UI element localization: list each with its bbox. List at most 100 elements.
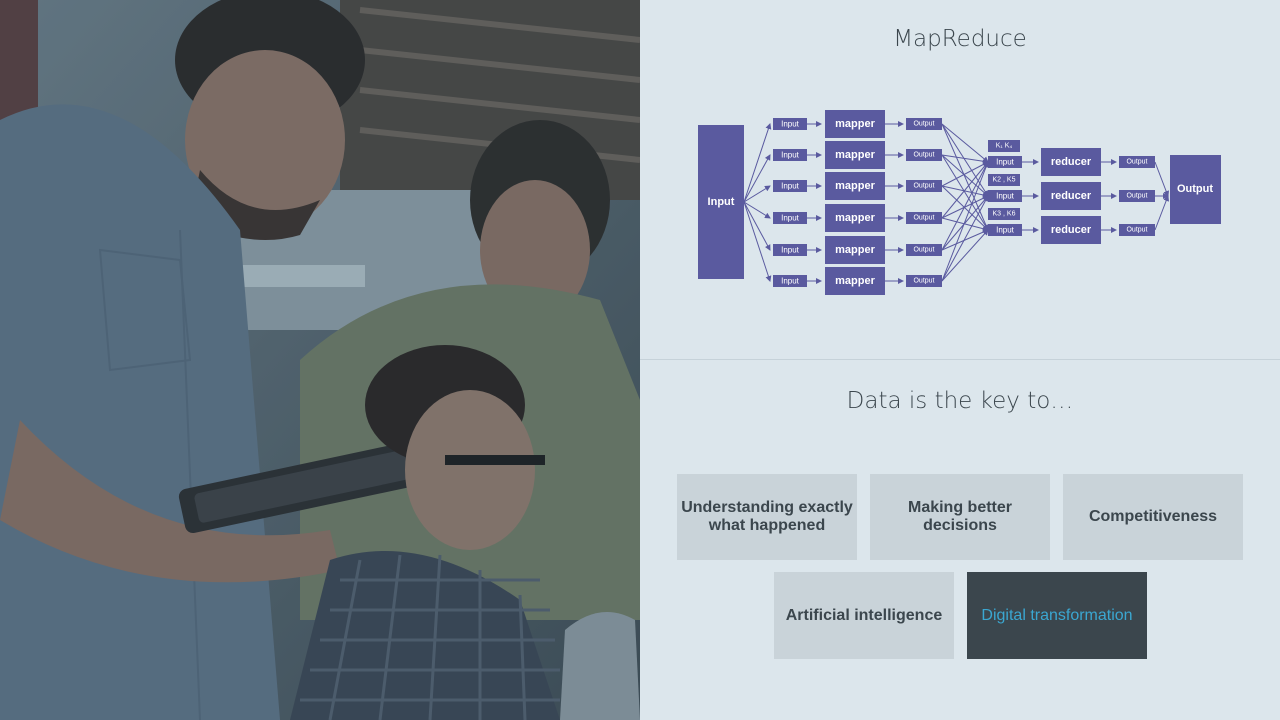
mapper-label: mapper (835, 118, 875, 130)
mapper-input-box (773, 212, 807, 224)
mapper-output-label: Output (913, 121, 934, 128)
card-digital-transformation: Digital transformation (967, 572, 1147, 659)
data-key-title: Data is the key to… (846, 388, 1074, 414)
reducer-output-label: Output (1126, 159, 1147, 166)
mapper-output-label: Output (913, 183, 934, 190)
mapper-input-box (773, 149, 807, 161)
key-label-box (988, 174, 1020, 186)
mapper-output-box (906, 180, 942, 192)
reducer-output-label: Output (1126, 193, 1147, 200)
card-label: Making better decisions (907, 499, 1012, 534)
split-arrow (743, 123, 772, 203)
slide-panel (640, 0, 1280, 720)
shuffle-arrow (941, 161, 989, 187)
shuffle-arrow (941, 217, 989, 232)
mapper-output-label: Output (913, 152, 934, 159)
mapper-input-box (773, 118, 807, 130)
mapper-output-label: Output (913, 215, 934, 222)
card-label: Artificial intelligence (785, 606, 943, 624)
section-divider (640, 359, 1280, 360)
shuffle-arrow (941, 195, 989, 282)
mapper-input-box (773, 244, 807, 256)
mapper-label: mapper (835, 244, 875, 256)
big-input-box (698, 125, 744, 279)
reducer-input-label: Input (996, 192, 1015, 201)
shuffle-arrow (941, 161, 989, 251)
card-label: Digital transformation (981, 606, 1133, 624)
mapper-output-box (906, 212, 942, 224)
shuffle-arrow (941, 123, 989, 197)
mapper-box (825, 110, 885, 138)
mapper-label: mapper (835, 180, 875, 192)
card-understanding: Understanding exactly what happened (677, 474, 857, 560)
key-label-box (988, 208, 1020, 220)
shuffle-arrow (941, 185, 989, 231)
mapper-box (825, 267, 885, 295)
mapper-input-box (773, 275, 807, 287)
reducer-input-box (988, 190, 1022, 202)
mapper-input-label: Input (781, 182, 800, 191)
big-input-label: Input (708, 196, 735, 208)
shuffle-arrow (941, 185, 989, 198)
reducer-box (1041, 148, 1101, 176)
final-output-box (1170, 155, 1221, 224)
mapper-input-label: Input (781, 246, 800, 255)
mapper-input-box (773, 180, 807, 192)
mapper-output-box (906, 244, 942, 256)
reducer-input-label: Input (996, 158, 1015, 167)
reducer-label: reducer (1051, 224, 1092, 236)
split-arrow (743, 201, 771, 251)
shuffle-arrow (941, 154, 989, 165)
mapper-box (825, 172, 885, 200)
mapper-box (825, 204, 885, 232)
card-better-decisions: Making better decisions (870, 474, 1050, 560)
mapper-output-box (906, 275, 942, 287)
mapper-output-box (906, 118, 942, 130)
split-arrow (743, 185, 771, 203)
reducer-label: reducer (1051, 156, 1092, 168)
merge-arrow (1154, 195, 1170, 231)
mapper-label: mapper (835, 212, 875, 224)
photo-people-with-tablet (0, 0, 640, 720)
split-arrow (743, 201, 772, 282)
shuffle-arrow (941, 229, 989, 251)
split-arrow (743, 201, 771, 219)
photo-illustration (0, 0, 640, 720)
reducer-output-box (1119, 190, 1155, 202)
merge-arrow (1154, 161, 1170, 197)
mapper-label: mapper (835, 275, 875, 287)
reducer-input-box (988, 156, 1022, 168)
shuffle-arrow (941, 123, 989, 231)
key-label-box (988, 140, 1020, 152)
key-label: K3 , K6 (993, 211, 1016, 218)
key-label: K2 , K5 (993, 177, 1016, 184)
card-competitiveness: Competitiveness (1063, 474, 1243, 560)
mapper-input-label: Input (781, 214, 800, 223)
mapper-box (825, 236, 885, 264)
key-label: K₁ K₄ (996, 143, 1013, 150)
shuffle-arrow (941, 154, 989, 231)
shuffle-arrow (941, 195, 989, 219)
mapper-output-box (906, 149, 942, 161)
card-artificial-intelligence: Artificial intelligence (774, 572, 954, 659)
mapreduce-title: MapReduce (893, 26, 1027, 52)
card-label: Understanding exactly what happened (681, 499, 853, 534)
shuffle-arrow (941, 161, 989, 282)
mapper-input-label: Input (781, 277, 800, 286)
shuffle-arrow (941, 123, 989, 163)
shuffle-arrow (941, 161, 989, 219)
reducer-input-box (988, 224, 1022, 236)
shuffle-arrow (941, 154, 989, 197)
reducer-box (1041, 182, 1101, 210)
shuffle-arrow (941, 195, 989, 251)
mapper-input-label: Input (781, 120, 800, 129)
shuffle-arrow (941, 229, 989, 282)
mapper-input-label: Input (781, 151, 800, 160)
mapper-output-label: Output (913, 278, 934, 285)
reducer-output-label: Output (1126, 227, 1147, 234)
reducer-output-box (1119, 224, 1155, 236)
split-arrow (743, 154, 771, 203)
final-output-label: Output (1177, 183, 1213, 195)
reducer-input-label: Input (996, 226, 1015, 235)
